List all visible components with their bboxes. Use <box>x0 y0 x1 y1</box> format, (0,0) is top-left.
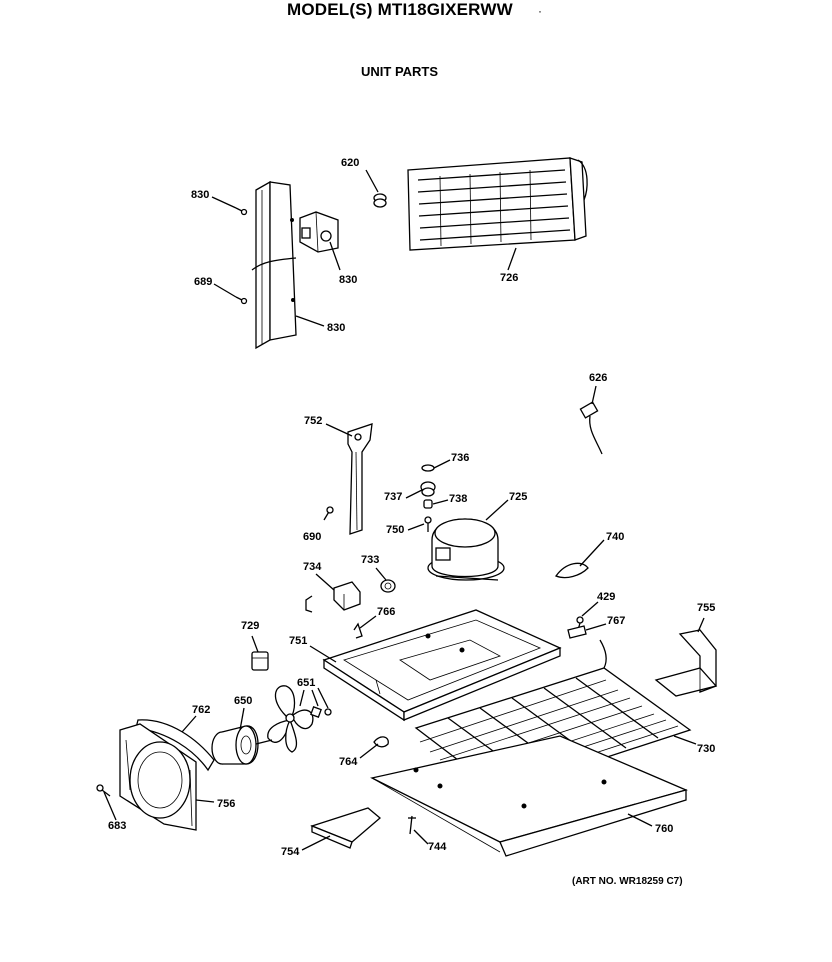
callout-737: 737 <box>384 491 403 503</box>
callout-744: 744 <box>428 841 447 853</box>
fan-housing-756 <box>119 723 197 831</box>
clip-744 <box>408 815 416 835</box>
bracket-755 <box>654 629 718 697</box>
callout-690: 690 <box>303 531 322 543</box>
screw-830 <box>235 207 248 216</box>
callout-755: 755 <box>697 602 716 614</box>
bracket-752 <box>347 423 373 535</box>
compressor-725 <box>427 518 505 581</box>
callout-767: 767 <box>607 615 626 627</box>
stray-mark: · <box>538 4 542 18</box>
callout-766: 766 <box>377 606 396 618</box>
section-title: UNIT PARTS <box>361 64 439 79</box>
callout-729: 729 <box>241 620 260 632</box>
callout-756: 756 <box>217 798 236 810</box>
leader-lines <box>103 169 705 851</box>
callout-740: 740 <box>606 531 625 543</box>
power-cord-626 <box>579 401 603 455</box>
callout-738: 738 <box>449 493 468 505</box>
callout-429: 429 <box>597 591 616 603</box>
shroud-762 <box>135 719 215 772</box>
callout-764: 764 <box>339 756 358 768</box>
callout-689: 689 <box>194 276 213 288</box>
callout-736: 736 <box>451 452 470 464</box>
callout-733: 733 <box>361 554 380 566</box>
clip-740 <box>554 562 589 579</box>
sleeve-738 <box>423 499 433 509</box>
fan-blade-651 <box>267 685 332 753</box>
callout-762: 762 <box>192 704 211 716</box>
clip-767 <box>567 625 587 639</box>
callout-620: 620 <box>341 157 360 169</box>
overload-734 <box>305 581 361 613</box>
callout-726: 726 <box>500 272 519 284</box>
clip-736 <box>421 464 435 472</box>
callout-752: 752 <box>304 415 323 427</box>
clip-764 <box>373 736 389 748</box>
callout-651: 651 <box>297 677 316 689</box>
callout-725: 725 <box>509 491 528 503</box>
callout-750: 750 <box>386 524 405 536</box>
screw-690 <box>323 506 334 521</box>
fan-motor-650 <box>211 725 273 765</box>
grommet-737 <box>420 481 436 497</box>
callout-751: 751 <box>289 635 308 647</box>
drain-pan-760 <box>370 735 688 857</box>
grommet-620 <box>373 193 387 208</box>
bolt-750 <box>424 516 432 532</box>
callout-760: 760 <box>655 823 674 835</box>
art-number: (ART NO. WR18259 C7) <box>572 876 683 887</box>
callout-754: 754 <box>281 846 300 858</box>
callout-626: 626 <box>589 372 608 384</box>
drain-trough-754 <box>310 807 382 849</box>
callout-730: 730 <box>697 743 716 755</box>
callout-830: 830 <box>191 189 210 201</box>
callout-650: 650 <box>234 695 253 707</box>
condenser-coil-726 <box>407 157 588 251</box>
capacitor-729 <box>251 651 269 671</box>
callout-683: 683 <box>108 820 127 832</box>
screw-683 <box>96 784 111 797</box>
vertical-channel-part <box>251 180 297 350</box>
callout-830: 830 <box>339 274 358 286</box>
base-pan-751 <box>322 609 562 722</box>
clip-766 <box>353 622 363 639</box>
relay-bracket-830 <box>299 211 339 253</box>
callout-734: 734 <box>303 561 322 573</box>
page-title: MODEL(S) MTI18GIXERWW <box>287 0 513 19</box>
cap-733 <box>380 579 396 593</box>
screw-689 <box>235 296 248 305</box>
callout-830: 830 <box>327 322 346 334</box>
